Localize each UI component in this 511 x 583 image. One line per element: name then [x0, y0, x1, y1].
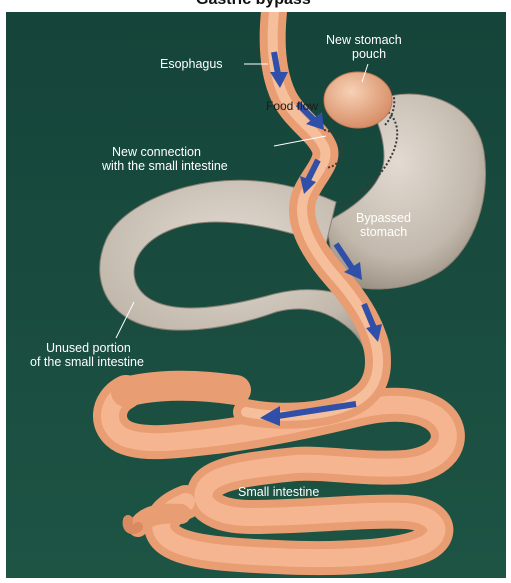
label-unused-portion-2: of the small intestine	[30, 355, 144, 369]
label-unused-portion-1: Unused portion	[46, 341, 131, 355]
label-new-connection-1: New connection	[112, 145, 201, 159]
label-new-stomach-pouch-1: New stomach	[326, 33, 402, 47]
arrow-esophagus	[274, 52, 278, 74]
label-bypassed-stomach-1: Bypassed	[356, 211, 411, 225]
figure-header: Gastric bypass	[196, 0, 311, 9]
label-small-intestine: Small intestine	[238, 485, 319, 499]
label-food-flow: Food flow	[266, 99, 318, 113]
header-strip: Gastric bypass	[0, 0, 511, 12]
label-new-connection-2: with the small intestine	[101, 159, 228, 173]
label-esophagus: Esophagus	[160, 57, 223, 71]
new-stomach-pouch	[324, 72, 392, 128]
label-bypassed-stomach-2: stomach	[360, 225, 407, 239]
label-new-stomach-pouch-2: pouch	[352, 47, 386, 61]
anatomy-diagram: Esophagus New stomach pouch Food flow Ne…	[6, 12, 506, 578]
